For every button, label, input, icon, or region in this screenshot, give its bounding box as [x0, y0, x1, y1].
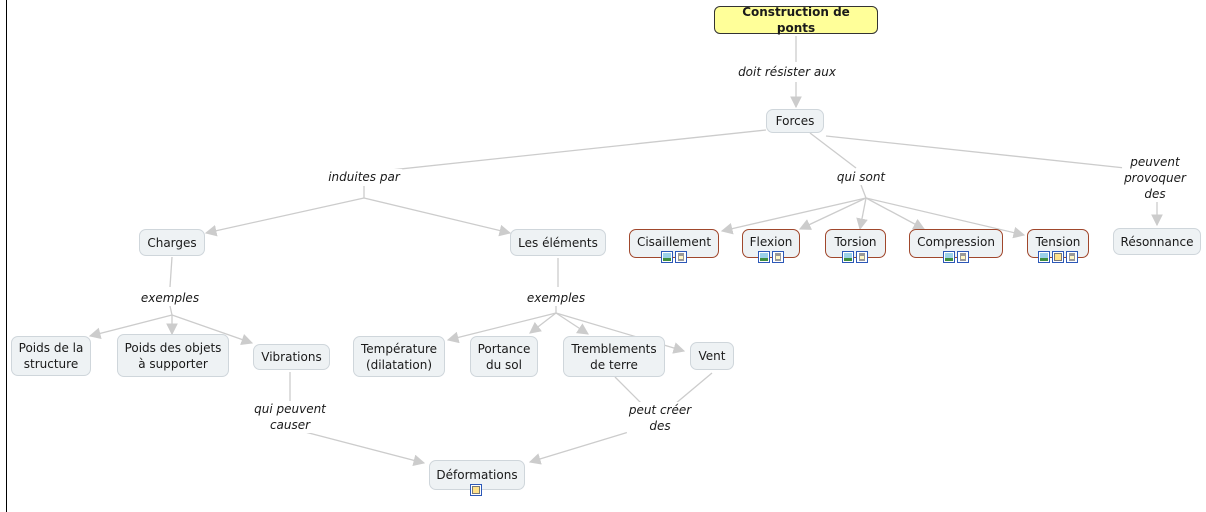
concept-label: Déformations	[436, 468, 518, 482]
link-exemples-charges: exemples	[138, 290, 202, 306]
tension-resources	[1038, 251, 1078, 263]
link-qui-sont: qui sont	[834, 169, 888, 185]
edge-induites-to-elements	[363, 197, 512, 237]
edge-forces-to-induites	[371, 129, 767, 173]
image-resource-icon[interactable]	[1038, 251, 1050, 263]
edge-forces-to-quisont	[809, 132, 857, 169]
edge-quisont-to-compression	[865, 197, 926, 230]
image-resource-icon[interactable]	[943, 251, 955, 263]
concept-label: Tension	[1035, 235, 1081, 249]
edge-exemples2-to-tremblements	[555, 312, 589, 335]
concept-cisaillement[interactable]: Cisaillement	[629, 229, 719, 258]
concept-flexion[interactable]: Flexion	[742, 229, 800, 258]
edge-quisont-to-cisaillement	[720, 197, 867, 235]
concept-torsion[interactable]: Torsion	[825, 229, 886, 258]
multi-resource-icon[interactable]	[1052, 251, 1064, 263]
concept-label: Tremblements de terre	[571, 341, 657, 372]
concept-tremblements-de-terre[interactable]: Tremblements de terre	[563, 336, 665, 377]
concept-construction-de-ponts[interactable]: Construction de ponts	[714, 5, 878, 35]
concept-compression[interactable]: Compression	[909, 229, 1003, 258]
concept-temperature[interactable]: Température (dilatation)	[353, 336, 445, 377]
concept-label: Forces	[775, 114, 815, 128]
edge-exemples-junction	[169, 305, 173, 316]
concept-label: Les éléments	[518, 235, 598, 250]
concept-label: Compression	[917, 235, 995, 249]
edge-quisont-junction	[860, 184, 867, 199]
concept-label: Résonnance	[1120, 234, 1194, 249]
edge-quisont-to-tension	[865, 197, 1026, 239]
concept-vent[interactable]: Vent	[690, 342, 734, 370]
concept-vibrations[interactable]: Vibrations	[253, 344, 330, 370]
concept-label: Cisaillement	[636, 235, 712, 249]
image-resource-icon[interactable]	[842, 251, 854, 263]
edge-quisont-to-flexion	[798, 197, 867, 230]
concept-label: Vibrations	[261, 350, 322, 364]
edge-quisont-to-torsion	[856, 197, 868, 231]
deformations-resources	[470, 484, 482, 496]
concept-forces[interactable]: Forces	[766, 109, 824, 133]
concept-charges[interactable]: Charges	[139, 229, 205, 256]
link-qui-peuvent-causer: qui peuvent causer	[252, 401, 328, 433]
edge-vent-to-creer	[674, 372, 713, 405]
link-doit-resister-aux: doit résister aux	[736, 64, 838, 80]
edge-tremblements-to-creer	[614, 376, 643, 405]
edge-exemples-to-vibrations	[171, 314, 254, 346]
concept-label: Température (dilatation)	[360, 341, 437, 372]
link-peuvent-provoquer-des: peuvent provoquer des	[1122, 154, 1188, 202]
edge-exemples-to-poids-structure	[88, 314, 173, 340]
edge-exemples2-to-portance	[529, 312, 557, 334]
edge-causer-to-deformations	[304, 431, 426, 467]
flexion-resources	[758, 251, 784, 263]
left-border-line	[6, 0, 7, 512]
link-induites-par: induites par	[326, 169, 402, 185]
edge-charges-to-exemples	[169, 256, 173, 288]
concept-label: Construction de ponts	[742, 5, 850, 35]
document-resource-icon[interactable]	[856, 251, 868, 263]
concept-les-elements[interactable]: Les éléments	[510, 229, 606, 256]
edge-exemples2-to-temperature	[446, 312, 557, 344]
image-resource-icon[interactable]	[758, 251, 770, 263]
concept-label: Vent	[698, 349, 726, 363]
concept-poids-de-la-structure[interactable]: Poids de la structure	[11, 336, 91, 376]
document-resource-icon[interactable]	[772, 251, 784, 263]
link-exemples-elements: exemples	[524, 290, 588, 306]
concept-label: Torsion	[834, 235, 877, 249]
multi-resource-icon[interactable]	[470, 484, 482, 496]
edge-creer-to-deformations	[528, 430, 633, 465]
compression-resources	[943, 251, 969, 263]
concept-label: Poids des objets à supporter	[124, 340, 222, 371]
edge-induites-to-charges	[204, 197, 365, 237]
document-resource-icon[interactable]	[1066, 251, 1078, 263]
link-peut-creer-des: peut créer des	[626, 402, 694, 434]
document-resource-icon[interactable]	[675, 251, 687, 263]
concept-label: Portance du sol	[477, 341, 531, 372]
concept-poids-des-objets[interactable]: Poids des objets à supporter	[117, 334, 229, 377]
concept-portance-du-sol[interactable]: Portance du sol	[470, 336, 538, 377]
concept-label: Flexion	[749, 235, 793, 249]
concept-label: Poids de la structure	[18, 341, 84, 371]
document-resource-icon[interactable]	[957, 251, 969, 263]
cisaillement-resources	[661, 251, 687, 263]
edge-forces-to-peuvent	[825, 135, 1126, 169]
image-resource-icon[interactable]	[661, 251, 673, 263]
concept-label: Charges	[147, 235, 197, 250]
concept-resonnance[interactable]: Résonnance	[1113, 228, 1201, 255]
torsion-resources	[842, 251, 868, 263]
concept-deformations[interactable]: Déformations	[429, 460, 525, 490]
